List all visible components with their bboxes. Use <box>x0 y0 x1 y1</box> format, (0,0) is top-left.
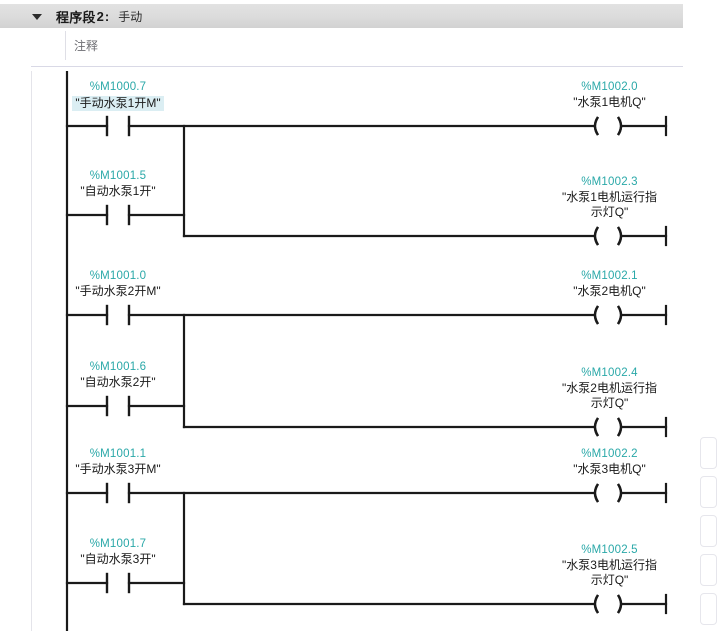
ladder-wiring <box>65 71 668 631</box>
contact-label-m1001-6[interactable]: %M1001.6 "自动水泵2开" <box>48 360 188 390</box>
right-edge-panel[interactable] <box>700 437 717 631</box>
coil-label-m1002-4[interactable]: %M1002.4 "水泵2电机运行指 示灯Q" <box>532 366 684 411</box>
contact-address-m1001-0: %M1001.0 <box>89 270 147 282</box>
coil-address-m1002-0: %M1002.0 <box>581 81 638 93</box>
edge-card[interactable] <box>700 554 717 586</box>
contact-symbol-m1001-7: "自动水泵3开" <box>80 552 156 566</box>
edge-card[interactable] <box>700 437 717 469</box>
contact-symbol-m1001-5: "自动水泵1开" <box>80 184 156 198</box>
coil-address-m1002-3: %M1002.3 <box>581 176 638 188</box>
contact-label-m1001-7[interactable]: %M1001.7 "自动水泵3开" <box>48 537 188 567</box>
coil-label-m1002-1[interactable]: %M1002.1 "水泵2电机Q" <box>532 269 684 299</box>
coil-symbol-m1002-5-line2: 示灯Q" <box>590 573 629 587</box>
contact-label-m1001-1[interactable]: %M1001.1 "手动水泵3开M" <box>48 447 188 477</box>
ladder-diagram-panel[interactable]: %M1000.7 "手动水泵1开M" %M1001.5 "自动水泵1开" %M1… <box>31 71 684 631</box>
edge-card[interactable] <box>700 593 717 625</box>
contact-address-m1001-5: %M1001.5 <box>89 170 147 182</box>
coil-symbol-m1002-0: "水泵1电机Q" <box>573 95 646 109</box>
coil-symbol-m1002-3-line1: "水泵1电机运行指 <box>562 190 657 204</box>
network-colon: : <box>104 8 110 24</box>
network-header-bar[interactable]: 程序段 2 : 手动 <box>0 4 683 28</box>
coil-label-m1002-3[interactable]: %M1002.3 "水泵1电机运行指 示灯Q" <box>532 175 684 220</box>
coil-address-m1002-5: %M1002.5 <box>581 544 638 556</box>
contact-symbol-m1001-6: "自动水泵2开" <box>80 375 156 389</box>
contact-address-m1001-1: %M1001.1 <box>89 448 147 460</box>
coil-symbol-m1002-3-line2: 示灯Q" <box>590 205 629 219</box>
coil-label-m1002-0[interactable]: %M1002.0 "水泵1电机Q" <box>532 80 684 110</box>
coil-address-m1002-1: %M1002.1 <box>581 270 638 282</box>
contact-label-m1001-5[interactable]: %M1001.5 "自动水泵1开" <box>48 169 188 199</box>
coil-symbol-m1002-5-line1: "水泵3电机运行指 <box>562 558 657 572</box>
edge-card[interactable] <box>700 476 717 508</box>
network-comment-text: 注释 <box>74 39 99 53</box>
network-subtitle: 手动 <box>118 9 143 24</box>
coil-address-m1002-4: %M1002.4 <box>581 367 638 379</box>
coil-address-m1002-2: %M1002.2 <box>581 448 638 460</box>
coil-symbol-m1002-4-line1: "水泵2电机运行指 <box>562 381 657 395</box>
coil-symbol-m1002-1: "水泵2电机Q" <box>573 284 646 298</box>
contact-symbol-m1001-1: "手动水泵3开M" <box>75 462 161 476</box>
network-number: 2 <box>96 8 104 24</box>
coil-symbol-m1002-4-line2: 示灯Q" <box>590 396 629 410</box>
triangle-down-icon[interactable] <box>30 9 44 23</box>
network-comment-field[interactable]: 注释 <box>65 31 684 60</box>
contact-symbol-m1000-7: "手动水泵1开M" <box>72 96 164 111</box>
network-title-prefix: 程序段 <box>56 9 96 25</box>
contact-symbol-m1001-0: "手动水泵2开M" <box>75 284 161 298</box>
coil-label-m1002-2[interactable]: %M1002.2 "水泵3电机Q" <box>532 447 684 477</box>
coil-symbol-m1002-2: "水泵3电机Q" <box>573 462 646 476</box>
contact-label-m1001-0[interactable]: %M1001.0 "手动水泵2开M" <box>48 269 188 299</box>
edge-card[interactable] <box>700 515 717 547</box>
contact-address-m1001-7: %M1001.7 <box>89 538 147 550</box>
contact-address-m1000-7: %M1000.7 <box>89 81 147 93</box>
contact-address-m1001-6: %M1001.6 <box>89 361 147 373</box>
coil-label-m1002-5[interactable]: %M1002.5 "水泵3电机运行指 示灯Q" <box>532 543 684 588</box>
contact-label-m1000-7[interactable]: %M1000.7 "手动水泵1开M" <box>48 80 188 111</box>
comment-separator <box>31 66 683 67</box>
